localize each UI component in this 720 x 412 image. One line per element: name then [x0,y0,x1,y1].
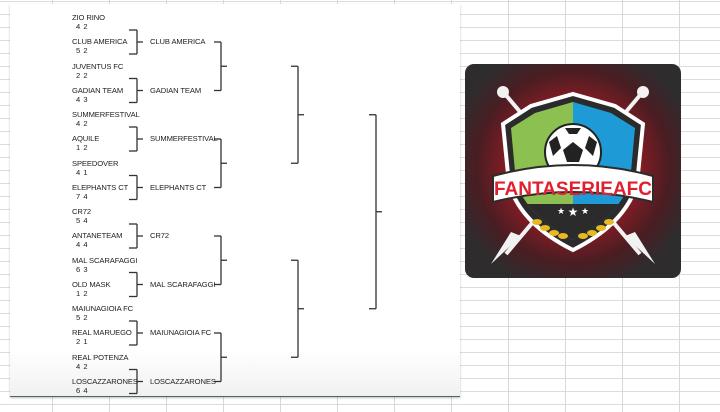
round2-team: CLUB AMERICA [150,37,206,46]
team-score: 1 2 [76,143,88,152]
team-name: CLUB AMERICA [72,37,128,46]
team-name: ANTANETEAM [72,231,123,240]
team-score: 5 2 [76,46,88,55]
team-name: MAL SCARAFAGGI [72,255,138,265]
team-name: LOSCAZZARONES [72,376,138,386]
round2-team: MAIUNAGIOIA FC [150,328,212,337]
team-score: 2 1 [76,337,88,346]
team-name: SPEEDOVER [72,158,119,168]
team-score: 4 2 [76,22,88,31]
team-name: ELEPHANTS CT [72,182,129,192]
team-name: AQUILE [72,134,100,143]
team-name: MAIUNAGIOIA FC [72,304,134,313]
round2-team: SUMMERFESTIVAL [150,134,218,143]
team-score: 5 4 [76,216,88,225]
team-score: 6 4 [76,385,88,395]
svg-text:★: ★ [568,205,579,219]
team-name: REAL POTENZA [72,352,129,362]
team-score: 2 2 [76,70,88,80]
stars-icon: ★ ★ ★ [557,205,589,219]
team-score: 4 1 [76,167,88,177]
team-score: 1 2 [76,288,88,298]
team-name: JUVENTUS FC [72,61,124,71]
round2-team: GADIAN TEAM [150,85,202,95]
team-score: 6 3 [76,264,88,274]
team-score: 7 4 [76,191,88,201]
round2-team: LOSCAZZARONES [150,376,216,386]
team-score: 4 2 [76,361,88,371]
round2-team: ELEPHANTS CT [150,182,207,192]
svg-text:★: ★ [557,206,565,216]
logo-text: FANTASERIEAFC [494,179,652,200]
team-score: 4 4 [76,240,88,249]
fantaserieafc-logo: FANTASERIEAFC ★ ★ ★ [465,64,681,278]
team-name: CR72 [72,207,92,216]
bracket-lines [129,29,382,395]
svg-text:★: ★ [581,206,589,216]
team-score: 5 2 [76,313,88,322]
team-name: OLD MASK [72,279,111,289]
logo-graphic: FANTASERIEAFC ★ ★ ★ [491,86,655,264]
team-name: ZIO RINO [72,13,105,22]
team-name: SUMMERFESTIVAL [72,110,140,119]
round2-team: MAL SCARAFAGGI [150,279,216,289]
round2-team: CR72 [150,231,170,240]
laurel-icon [532,219,614,239]
banner [492,164,654,204]
team-name: REAL MARUEGO [72,328,132,337]
team-name: GADIAN TEAM [72,85,124,95]
team-score: 4 2 [76,119,88,128]
team-score: 4 3 [76,94,88,104]
